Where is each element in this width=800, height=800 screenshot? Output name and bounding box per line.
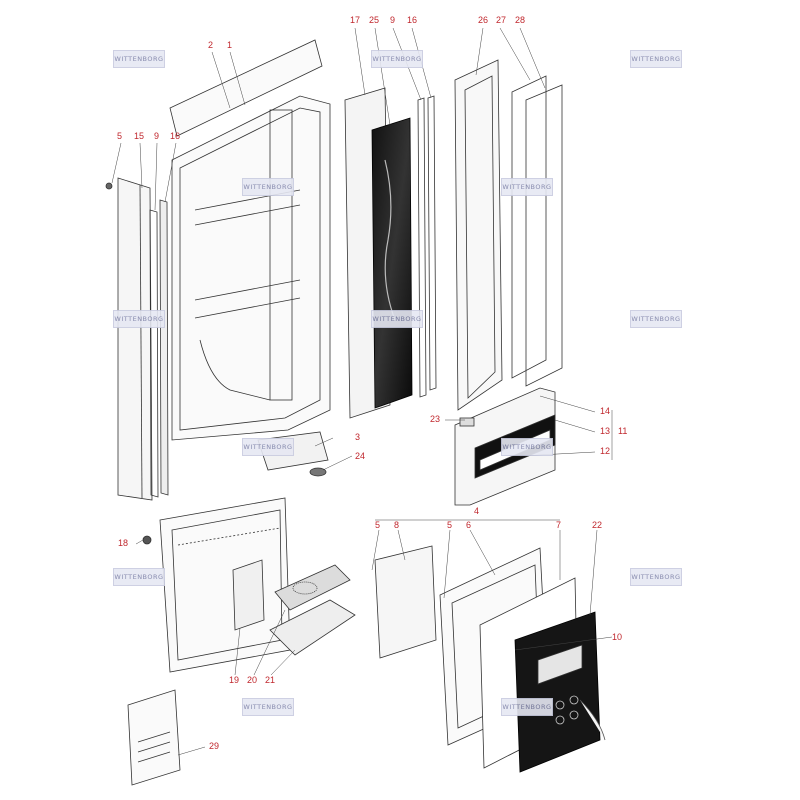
- watermark-logo: WITTENBORG: [501, 698, 553, 716]
- door-frame: [454, 59, 503, 411]
- watermark-logo: WITTENBORG: [242, 698, 294, 716]
- adjustable-foot: [309, 467, 327, 477]
- callout-16: 16: [170, 131, 181, 141]
- callout-10: 10: [612, 632, 623, 642]
- callout-29: 29: [209, 741, 220, 751]
- callout-2: 2: [208, 40, 214, 50]
- callout-16: 16: [407, 15, 418, 25]
- callout-25: 25: [369, 15, 380, 25]
- callout-19: 19: [229, 675, 240, 685]
- callout-13: 13: [600, 426, 611, 436]
- watermark-logo: WITTENBORG: [371, 310, 423, 328]
- callout-17: 17: [350, 15, 361, 25]
- lower-module-frame: [159, 497, 291, 673]
- callout-27: 27: [496, 15, 507, 25]
- callout-21: 21: [265, 675, 276, 685]
- decor-glass-panel: [371, 117, 413, 409]
- cup-holder: [232, 559, 265, 631]
- gasket-strip-right: [417, 97, 427, 398]
- top-plate: [169, 39, 323, 137]
- callout-11: 11: [618, 426, 628, 436]
- watermark-logo: WITTENBORG: [242, 438, 294, 456]
- watermark-logo: WITTENBORG: [113, 310, 165, 328]
- watermark-logo: WITTENBORG: [113, 568, 165, 586]
- callout-28: 28: [515, 15, 526, 25]
- watermark-logo: WITTENBORG: [113, 50, 165, 68]
- watermark-logo: WITTENBORG: [371, 50, 423, 68]
- cabinet-frame: [171, 95, 331, 441]
- watermark-logo: WITTENBORG: [501, 438, 553, 456]
- callout-4: 4: [474, 506, 480, 516]
- callout-5: 5: [117, 131, 123, 141]
- callout-22: 22: [592, 520, 603, 530]
- drip-tray: [269, 599, 356, 656]
- callout-26: 26: [478, 15, 489, 25]
- callout-15: 15: [134, 131, 145, 141]
- callout-6: 6: [466, 520, 472, 530]
- callout-5: 5: [447, 520, 453, 530]
- callout-9: 9: [154, 131, 160, 141]
- callout-5: 5: [375, 520, 381, 530]
- screw-5: [105, 182, 113, 190]
- glass-pane-back: [525, 84, 563, 387]
- callout-24: 24: [355, 451, 366, 461]
- drip-grid: [274, 564, 351, 611]
- side-door-panel: [117, 177, 153, 501]
- watermark-logo: WITTENBORG: [630, 310, 682, 328]
- callout-23: 23: [430, 414, 441, 424]
- seal-strip-right: [427, 95, 437, 391]
- callout-12: 12: [600, 446, 611, 456]
- label-sheet: [127, 689, 181, 786]
- watermark-logo: WITTENBORG: [242, 178, 294, 196]
- watermark-logo: WITTENBORG: [630, 568, 682, 586]
- inner-panel: [374, 545, 437, 659]
- callout-20: 20: [247, 675, 258, 685]
- callout-9: 9: [390, 15, 396, 25]
- callout-7: 7: [556, 520, 562, 530]
- callout-1: 1: [227, 40, 233, 50]
- watermark-logo: WITTENBORG: [630, 50, 682, 68]
- callout-14: 14: [600, 406, 611, 416]
- watermark-logo: WITTENBORG: [501, 178, 553, 196]
- knob-18: [142, 535, 152, 545]
- callout-18: 18: [118, 538, 129, 548]
- callout-3: 3: [355, 432, 361, 442]
- callout-8: 8: [394, 520, 400, 530]
- gasket-strip-left: [149, 209, 159, 498]
- glass-pane-front: [511, 75, 547, 379]
- control-panel: [514, 611, 606, 773]
- seal-strip-left: [159, 199, 169, 496]
